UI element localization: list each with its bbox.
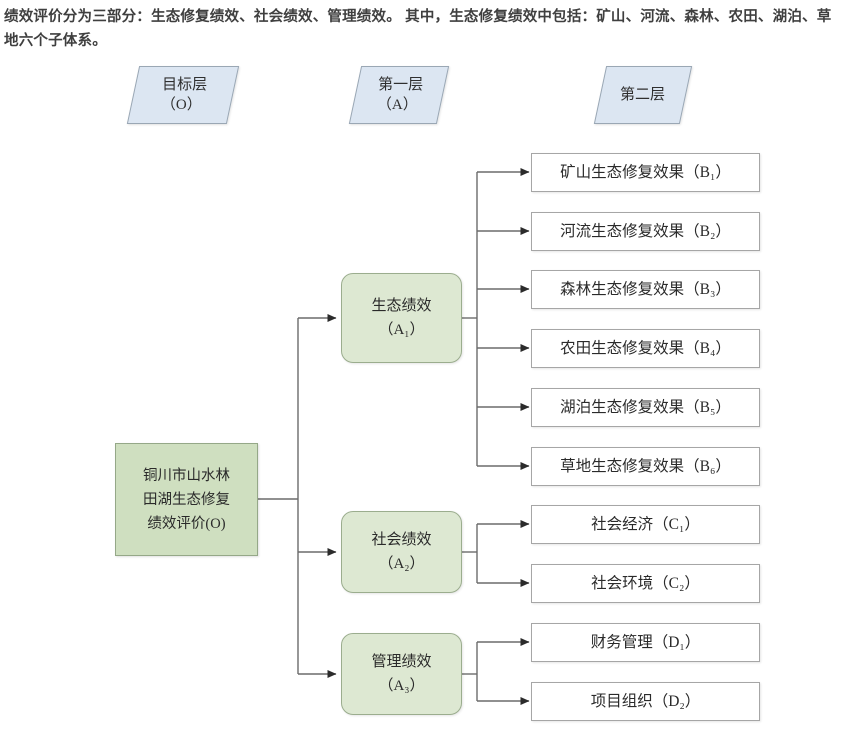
page-caption: 绩效评价分为三部分：生态修复绩效、社会绩效、管理绩效。 其中，生态修复绩效中包括… [4,9,832,49]
banner-goal-layer: 目标层 （O） [126,66,240,124]
node-leaf-b3[interactable]: 森林生态修复效果（B₃） [531,270,760,309]
root-line3: 绩效评价(O) [147,515,226,532]
leaf-b1-label: 矿山生态修复效果（B₁） [560,163,731,181]
banner-first-line2: （A） [376,97,418,113]
criterion-a2-line1: 社会绩效 [371,532,432,548]
banner-second-line1: 第二层 [620,87,666,103]
node-criterion-a1[interactable]: 生态绩效 （A₁） [341,273,462,363]
criterion-a1-line2: （A₁） [378,322,425,338]
leaf-c2-label: 社会环境（C₂） [591,574,700,592]
node-leaf-c1[interactable]: 社会经济（C₁） [531,505,760,544]
node-goal-root[interactable]: 铜川市山水林 田湖生态修复 绩效评价(O) [115,443,258,556]
criterion-a3-line2: （A₃） [378,678,425,694]
node-leaf-b2[interactable]: 河流生态修复效果（B₂） [531,212,760,251]
leaf-d2-label: 项目组织（D₂） [590,692,701,710]
banner-second-layer: 第二层 [593,66,693,124]
leaf-b6-label: 草地生态修复效果（B₆） [560,457,731,475]
node-leaf-b1[interactable]: 矿山生态修复效果（B₁） [531,153,760,192]
leaf-b2-label: 河流生态修复效果（B₂） [560,222,731,240]
node-leaf-b4[interactable]: 农田生态修复效果（B₄） [531,329,760,368]
node-leaf-b5[interactable]: 湖泊生态修复效果（B₅） [531,388,760,427]
banner-first-layer: 第一层 （A） [348,66,450,124]
banner-goal-line2: （O） [160,97,202,113]
node-criterion-a3[interactable]: 管理绩效 （A₃） [341,633,462,715]
leaf-b3-label: 森林生态修复效果（B₃） [560,280,731,298]
leaf-d1-label: 财务管理（D₁） [590,633,701,651]
root-line1: 铜川市山水林 [143,467,230,484]
leaf-c1-label: 社会经济（C₁） [591,515,700,533]
criterion-a2-line2: （A₂） [378,556,425,572]
node-criterion-a2[interactable]: 社会绩效 （A₂） [341,511,462,593]
criterion-a3-line1: 管理绩效 [371,654,432,670]
node-leaf-d1[interactable]: 财务管理（D₁） [531,623,760,662]
leaf-b4-label: 农田生态修复效果（B₄） [560,339,731,357]
root-line2: 田湖生态修复 [143,491,230,508]
banner-goal-line1: 目标层 [162,77,208,93]
banner-first-line1: 第一层 [378,77,424,93]
node-leaf-d2[interactable]: 项目组织（D₂） [531,682,760,721]
criterion-a1-line1: 生态绩效 [371,298,432,314]
node-leaf-c2[interactable]: 社会环境（C₂） [531,564,760,603]
leaf-b5-label: 湖泊生态修复效果（B₅） [560,398,731,416]
node-leaf-b6[interactable]: 草地生态修复效果（B₆） [531,447,760,486]
